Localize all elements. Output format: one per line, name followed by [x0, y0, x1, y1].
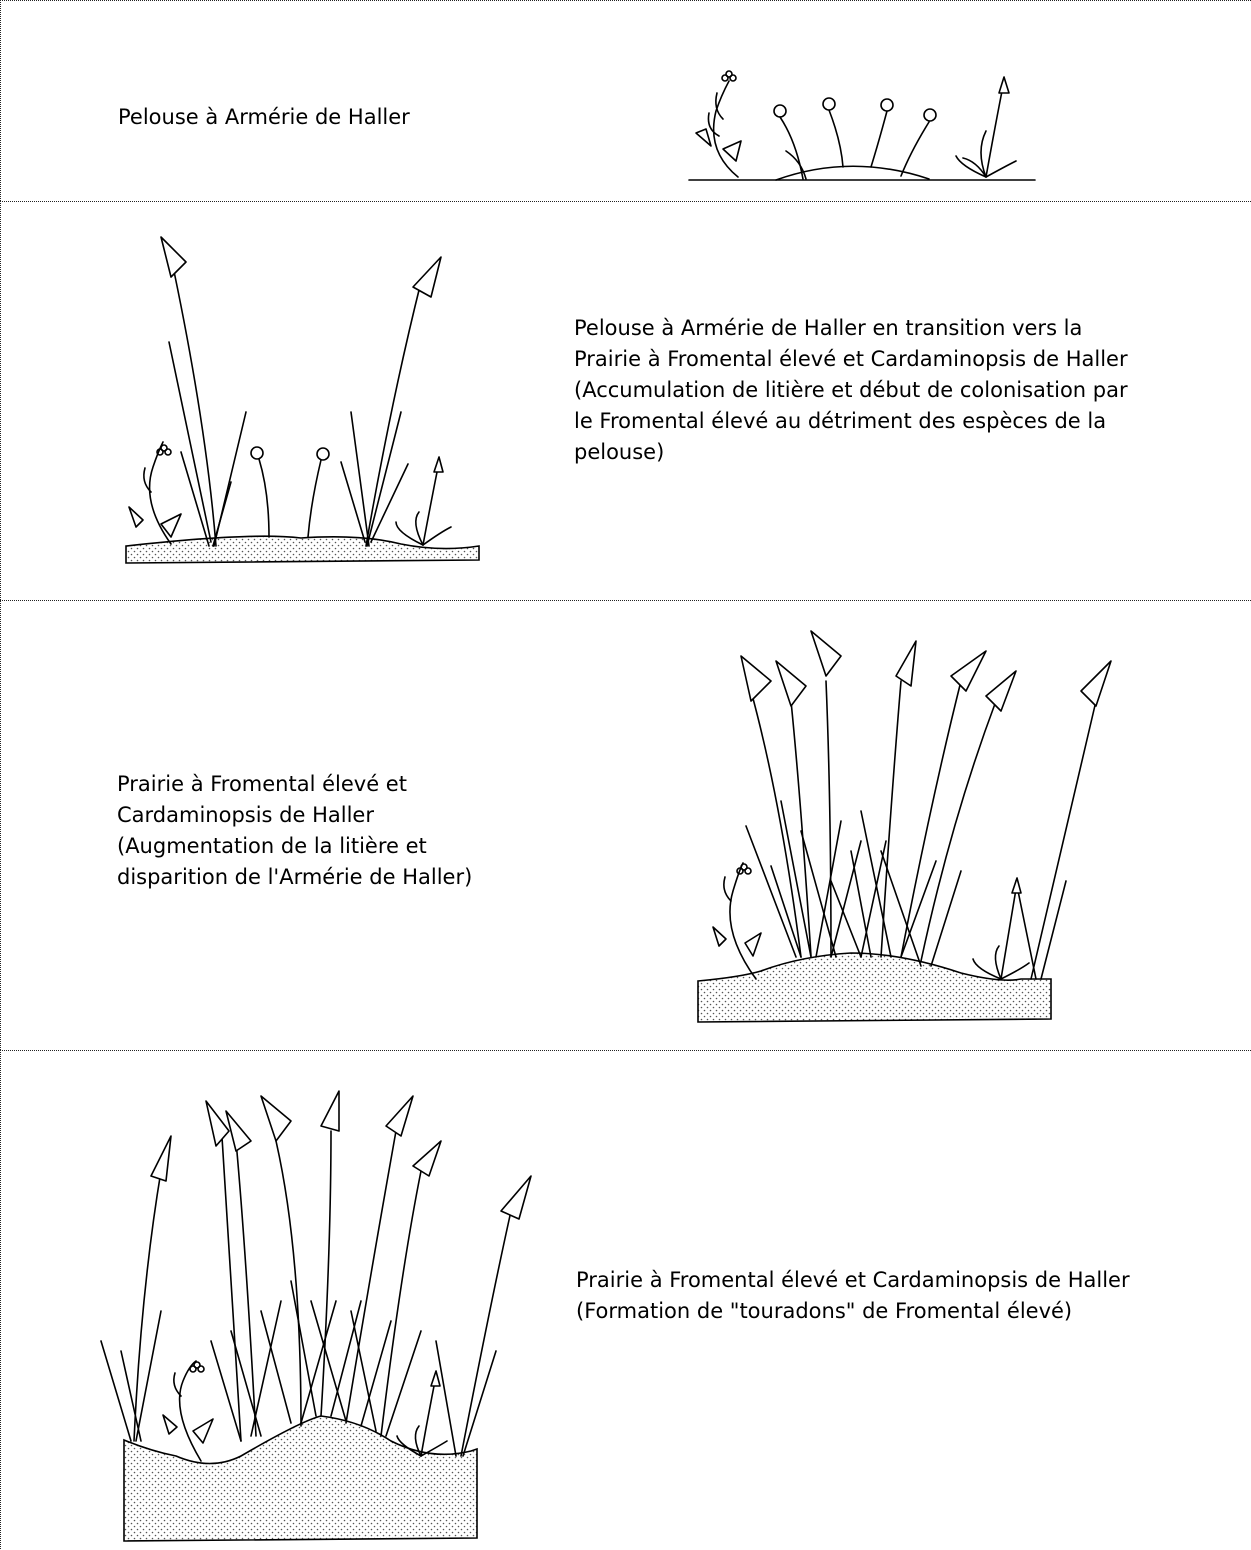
grass-tussock [741, 631, 1111, 979]
grass-tussock-mound [101, 1091, 531, 1456]
tall-grass-left [161, 237, 246, 546]
cardaminopsis-plant [696, 71, 741, 177]
cardaminopsis-plant [163, 1361, 213, 1461]
stage-panel-1: Pelouse à Armérie de Haller [0, 0, 1251, 201]
stage-3-illustration [1, 601, 1251, 1051]
stage-panel-2: Pelouse à Armérie de Haller en transitio… [0, 201, 1251, 600]
stage-2-illustration [1, 202, 1251, 601]
grass-seedling [397, 1371, 447, 1456]
stage-4-illustration [1, 1051, 1251, 1550]
cardaminopsis-plant [713, 863, 761, 979]
grass-seedling [956, 77, 1016, 177]
grass-seedling [973, 878, 1029, 979]
tall-grass-right [341, 257, 441, 546]
stage-1-illustration [1, 1, 1251, 202]
armeria-plant [251, 447, 329, 537]
stage-panel-3: Prairie à Fromental élevé et Cardaminops… [0, 600, 1251, 1050]
cardaminopsis-plant [129, 442, 181, 544]
stage-panel-4: Prairie à Fromental élevé et Cardaminops… [0, 1050, 1251, 1549]
